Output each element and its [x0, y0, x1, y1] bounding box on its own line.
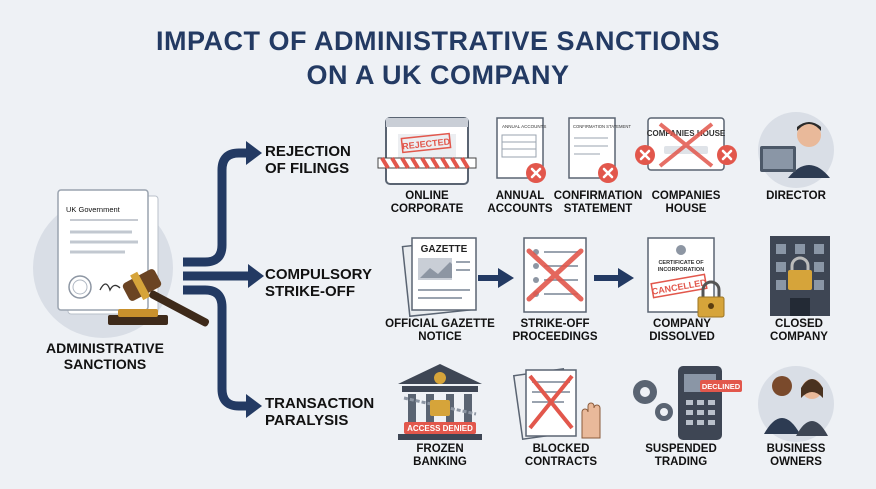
svg-text:INCORPORATION: INCORPORATION — [658, 267, 704, 273]
label-director: DIRECTOR — [766, 190, 826, 202]
sanctions-illustration — [33, 189, 210, 338]
annual-accounts-icon: ANNUAL ACCOUNTS — [496, 117, 548, 185]
online-corporate-icon: REJECTED — [377, 117, 477, 185]
frozen-banking-icon: ACCESS DENIED — [398, 364, 482, 440]
official-gazette-icon: GAZETTE — [401, 237, 477, 318]
suspended-trading-icon: DECLINED — [633, 366, 742, 440]
svg-text:ANNUAL ACCOUNTS: ANNUAL ACCOUNTS — [502, 124, 546, 129]
svg-text:COMPANIES HOUSE: COMPANIES HOUSE — [647, 129, 726, 138]
gavel-icon — [108, 269, 210, 327]
svg-text:GAZETTE: GAZETTE — [421, 244, 468, 255]
svg-text:CONFIRMATION STATEMENT: CONFIRMATION STATEMENT — [573, 124, 631, 129]
stop-hand-icon — [581, 402, 601, 439]
svg-text:CERTIFICATE OF: CERTIFICATE OF — [658, 260, 704, 266]
signature-icon — [99, 283, 121, 292]
document-header: UK Government — [66, 205, 120, 214]
title-line-2: ON A UK COMPANY — [306, 60, 570, 90]
blocked-contracts-icon — [512, 367, 601, 441]
seal-icon — [68, 275, 92, 299]
strike-off-proceedings-icon — [523, 237, 587, 313]
source-label: ADMINISTRATIVE SANCTIONS — [46, 340, 164, 372]
company-dissolved-icon: CERTIFICATE OF INCORPORATION CANCELLED — [647, 237, 725, 318]
director-icon — [758, 112, 834, 188]
title-line-1: IMPACT OF ADMINISTRATIVE SANCTIONS — [156, 26, 720, 56]
closed-company-icon — [770, 236, 830, 316]
business-owners-icon — [758, 366, 834, 442]
svg-text:DECLINED: DECLINED — [702, 382, 741, 391]
branch-arrows — [183, 148, 250, 411]
confirmation-statement-icon: CONFIRMATION STATEMENT — [568, 117, 631, 185]
companies-house-icon: COMPANIES HOUSE — [633, 117, 739, 171]
svg-text:ACCESS DENIED: ACCESS DENIED — [407, 424, 473, 433]
